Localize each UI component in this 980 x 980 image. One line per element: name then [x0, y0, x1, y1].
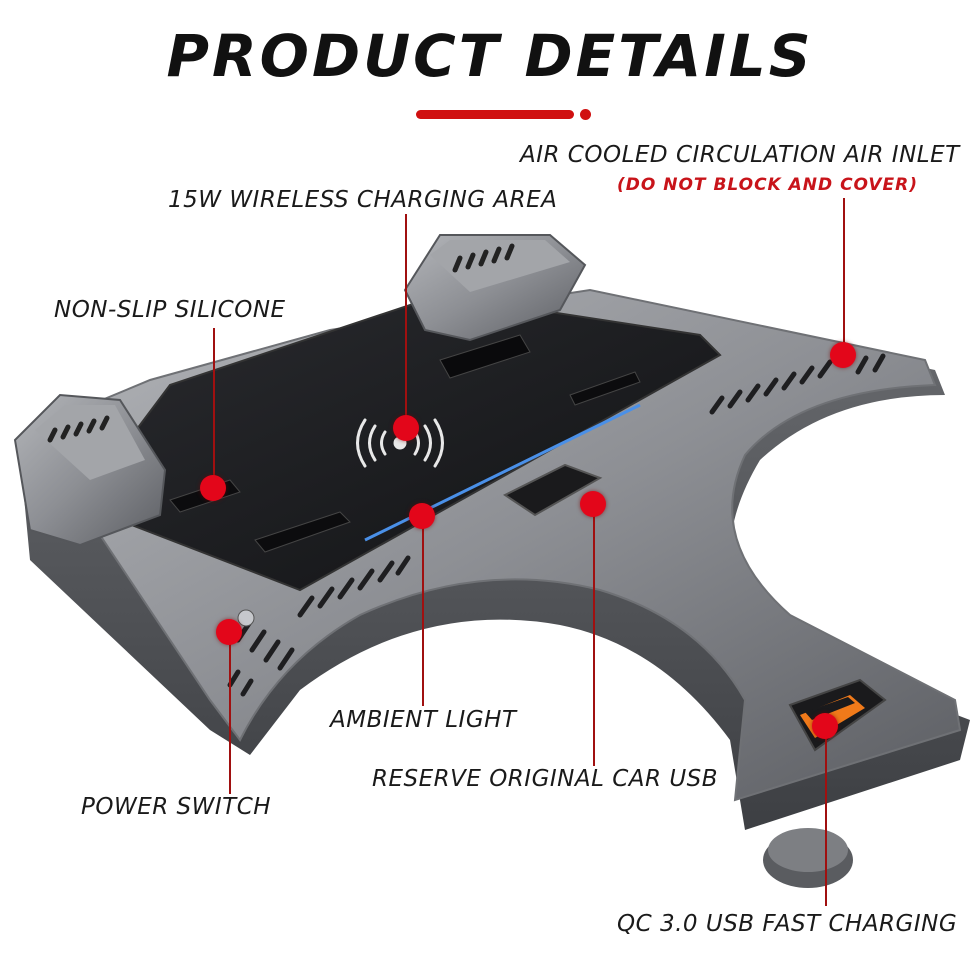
- leader-reserve-usb: [593, 504, 595, 766]
- marker-ambient-light: [409, 503, 435, 529]
- label-ambient-light: AMBIENT LIGHT: [330, 707, 517, 733]
- marker-non-slip: [200, 475, 226, 501]
- marker-wireless-area: [393, 415, 419, 441]
- page-title: PRODUCT DETAILS: [166, 22, 814, 90]
- leader-wireless-area: [405, 214, 407, 428]
- leader-power-switch: [229, 632, 231, 794]
- marker-qc-usb: [812, 713, 838, 739]
- label-non-slip: NON-SLIP SILICONE: [54, 297, 286, 323]
- label-wireless-area: 15W WIRELESS CHARGING AREA: [168, 187, 558, 213]
- reserve-usb-port: [503, 463, 603, 517]
- power-switch-knob: [237, 609, 255, 627]
- title-underline: [416, 110, 574, 119]
- marker-air-inlet: [830, 342, 856, 368]
- leader-qc-usb: [825, 726, 827, 906]
- label-air-inlet: AIR COOLED CIRCULATION AIR INLET: [520, 142, 960, 168]
- marker-power-switch: [216, 619, 242, 645]
- label-reserve-usb: RESERVE ORIGINAL CAR USB: [372, 766, 719, 792]
- title-underline-dot: [580, 109, 591, 120]
- leader-air-inlet: [843, 198, 845, 354]
- marker-reserve-usb: [580, 491, 606, 517]
- label-air-inlet-note: (DO NOT BLOCK AND COVER): [617, 175, 919, 195]
- leader-ambient-light: [422, 516, 424, 706]
- leader-non-slip: [213, 328, 215, 488]
- label-power-switch: POWER SWITCH: [81, 794, 272, 820]
- label-qc-usb: QC 3.0 USB FAST CHARGING: [617, 911, 958, 937]
